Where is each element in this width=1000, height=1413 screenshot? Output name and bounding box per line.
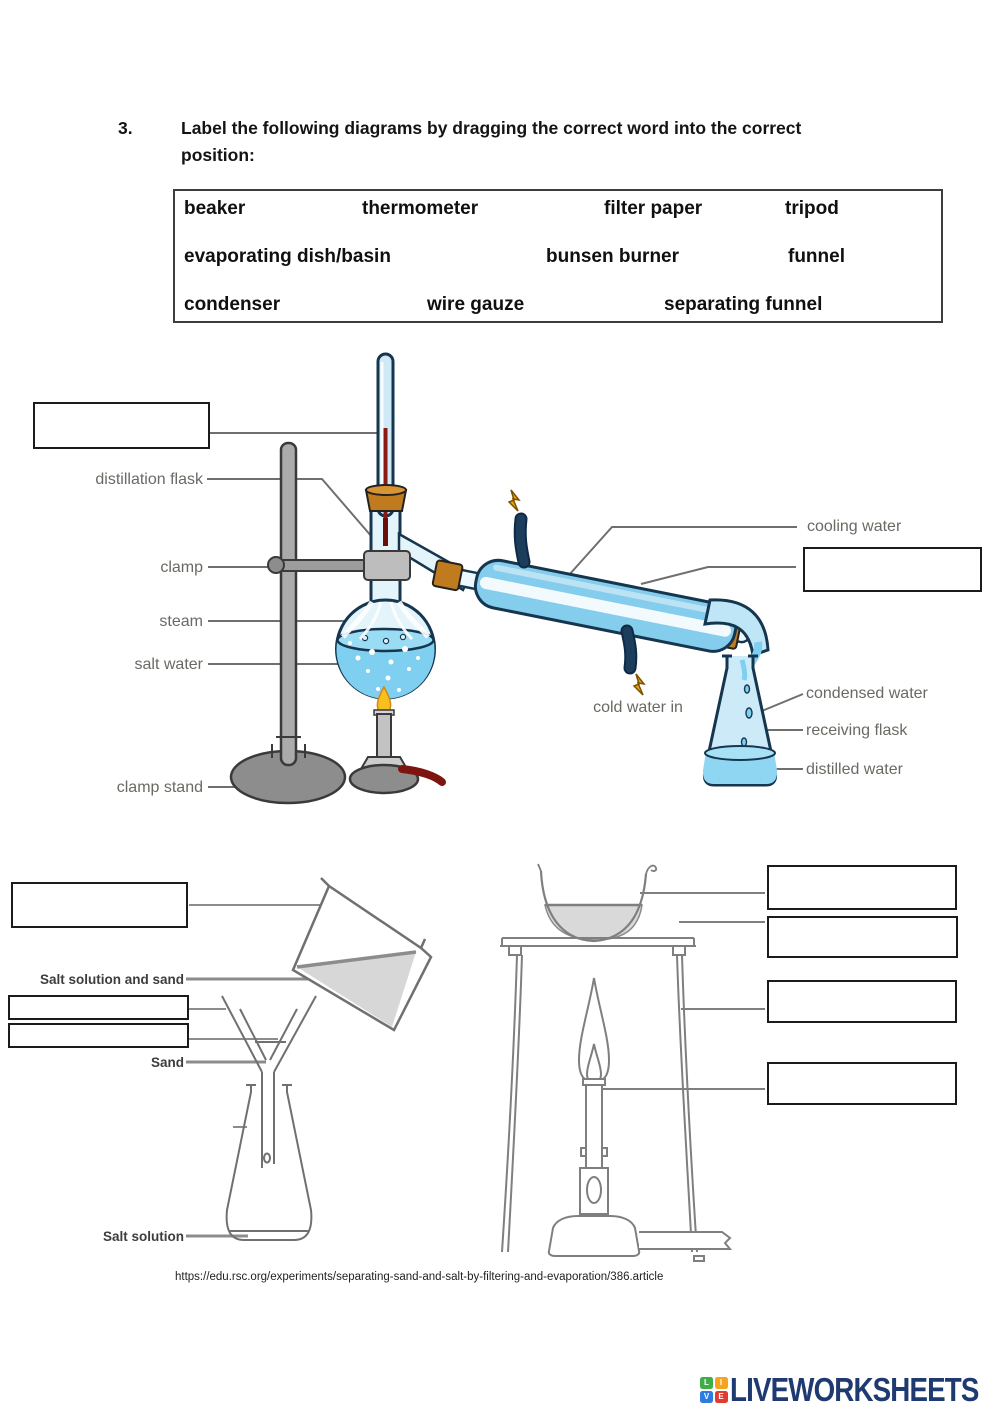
- evaporation-apparatus-illustration: [500, 863, 765, 1262]
- logo-tile-i: I: [714, 1377, 728, 1389]
- liveworksheets-logo-text: LIVEWORKSHEETS: [730, 1371, 979, 1408]
- label-cold-water-in: cold water in: [593, 699, 683, 716]
- label-clamp-stand: clamp stand: [116, 779, 203, 796]
- label-sand: Sand: [150, 1055, 184, 1070]
- answer-box-condenser-drop[interactable]: [803, 547, 982, 592]
- label-salt-solution: Salt solution: [103, 1229, 184, 1244]
- word-wire-gauze[interactable]: wire gauze: [427, 294, 525, 315]
- word-thermometer[interactable]: thermometer: [362, 198, 479, 219]
- question-text-line2: position:: [181, 145, 255, 165]
- word-bank: beaker thermometer filter paper tripod e…: [173, 189, 943, 323]
- logo-tile-l: L: [700, 1377, 713, 1389]
- label-distillation-flask: distillation flask: [95, 471, 203, 488]
- label-salt-water: salt water: [134, 656, 203, 673]
- filtration-apparatus-illustration: [186, 877, 433, 1241]
- label-distilled-water: distilled water: [806, 761, 903, 778]
- answer-box-wire-gauze-drop[interactable]: [767, 916, 958, 958]
- label-clamp: clamp: [160, 559, 203, 576]
- label-steam: steam: [159, 613, 203, 630]
- question-text-line1: Label the following diagrams by dragging…: [181, 118, 802, 138]
- answer-box-evaporating-dish-drop[interactable]: [767, 865, 957, 910]
- word-funnel[interactable]: funnel: [788, 246, 845, 267]
- liveworksheets-logo-icon: L I V E: [700, 1377, 728, 1404]
- answer-box-funnel-drop[interactable]: [8, 995, 189, 1020]
- answer-box-thermometer-drop[interactable]: [33, 402, 210, 449]
- label-receiving-flask: receiving flask: [806, 722, 908, 739]
- label-condensed-water: condensed water: [806, 685, 928, 702]
- word-condenser[interactable]: condenser: [184, 294, 281, 315]
- logo-tile-v: V: [700, 1390, 713, 1403]
- label-salt-solution-and-sand: Salt solution and sand: [39, 972, 184, 987]
- answer-box-bunsen-burner-drop[interactable]: [767, 1062, 957, 1105]
- label-cooling-water: cooling water: [807, 518, 902, 535]
- logo-tile-e: E: [714, 1390, 728, 1403]
- word-evaporating-dish[interactable]: evaporating dish/basin: [184, 246, 391, 267]
- word-bunsen-burner[interactable]: bunsen burner: [546, 246, 680, 267]
- word-beaker[interactable]: beaker: [184, 198, 246, 219]
- answer-box-filter-paper-drop[interactable]: [8, 1023, 189, 1048]
- answer-box-beaker-drop[interactable]: [11, 882, 188, 928]
- distillation-apparatus-illustration: [207, 352, 804, 805]
- source-url: https://edu.rsc.org/experiments/separati…: [175, 1271, 664, 1283]
- word-tripod[interactable]: tripod: [785, 198, 839, 219]
- question-number: 3.: [118, 118, 133, 138]
- word-filter-paper[interactable]: filter paper: [604, 198, 703, 219]
- answer-box-tripod-drop[interactable]: [767, 980, 957, 1023]
- word-separating-funnel[interactable]: separating funnel: [664, 294, 823, 315]
